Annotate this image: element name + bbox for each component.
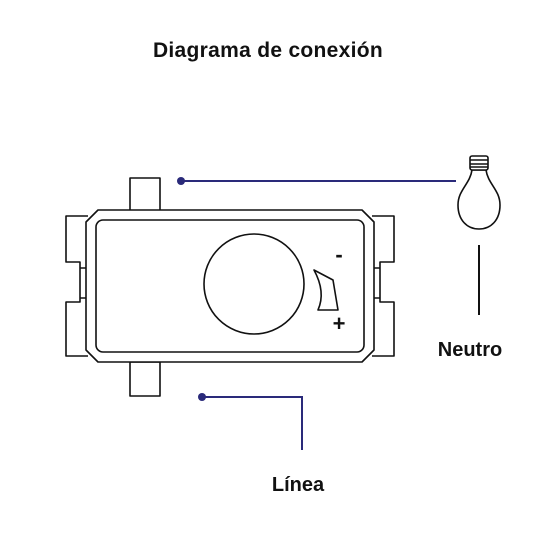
- light-bulb-icon: [457, 155, 501, 230]
- plus-symbol: +: [333, 311, 346, 336]
- diagram-title: Diagrama de conexión: [153, 39, 383, 62]
- linea-label: Línea: [272, 474, 325, 496]
- dimmer-switch: - +: [65, 177, 395, 397]
- minus-symbol: -: [335, 242, 342, 267]
- neutro-label: Neutro: [438, 339, 502, 361]
- top-terminal: [129, 177, 161, 213]
- bottom-terminal: [129, 361, 161, 397]
- line-wire: [198, 393, 303, 450]
- brightness-ramp-icon: [313, 269, 339, 311]
- dimmer-knob-icon[interactable]: [203, 233, 305, 335]
- load-wire: [177, 177, 456, 185]
